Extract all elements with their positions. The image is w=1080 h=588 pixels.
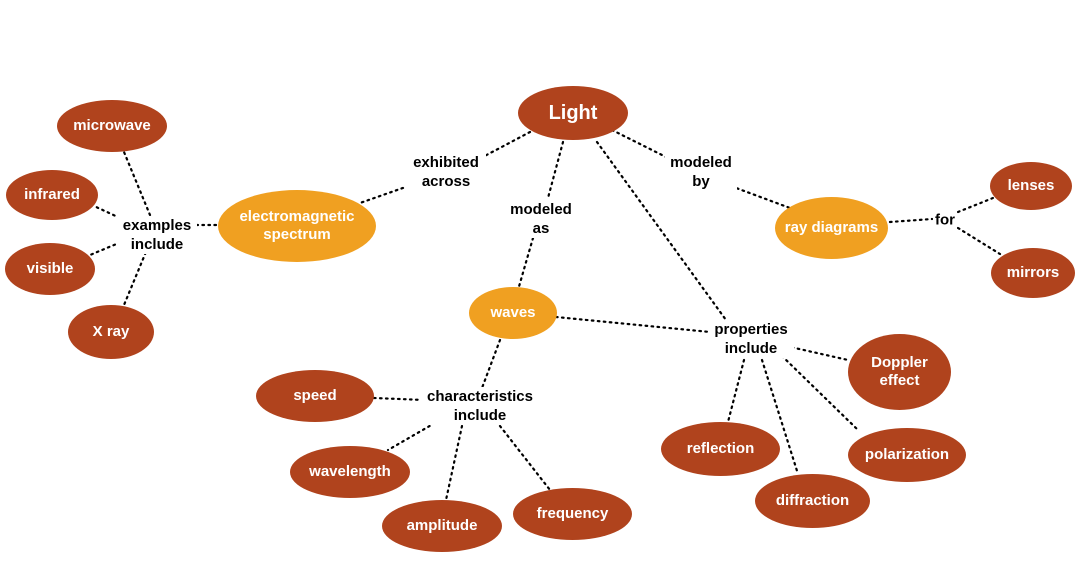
label-characteristics-include: characteristics include: [419, 387, 541, 425]
link-prop-diffraction: [760, 358, 800, 476]
node-waves: waves: [469, 287, 557, 339]
node-microwave: microwave: [57, 100, 167, 152]
link-for-lenses: [956, 194, 1000, 214]
node-light: Light: [518, 86, 628, 140]
label-examples-include: examples include: [117, 216, 197, 254]
link-modeled-as-waves: [516, 236, 535, 292]
link-light-properties: [595, 140, 728, 322]
label-exhibited-across: exhibited across: [406, 153, 486, 191]
node-diffraction: diffraction: [755, 474, 870, 528]
link-examples-microwave: [122, 150, 152, 217]
link-prop-polarization: [780, 354, 860, 432]
node-infrared: infrared: [6, 170, 98, 220]
node-frequency: frequency: [513, 488, 632, 540]
link-exhibited-em: [358, 180, 422, 205]
node-polarization: polarization: [848, 428, 966, 482]
link-light-modeled-by: [610, 128, 674, 162]
link-waves-characteristics: [480, 338, 502, 390]
link-light-modeled-as: [546, 140, 565, 200]
link-speed-characteristics: [372, 396, 426, 402]
link-waves-properties: [554, 315, 712, 334]
node-reflection: reflection: [661, 422, 780, 476]
node-doppler-effect: Doppler effect: [848, 334, 951, 410]
link-examples-xray: [122, 245, 150, 307]
link-light-exhibited: [460, 130, 532, 170]
node-electromagnetic-spectrum: electromagnetic spectrum: [218, 190, 376, 262]
link-for-mirrors: [956, 226, 1002, 256]
node-amplitude: amplitude: [382, 500, 502, 552]
link-char-frequency: [498, 424, 552, 492]
node-lenses: lenses: [990, 162, 1072, 210]
label-for: for: [933, 210, 957, 230]
link-prop-reflection: [726, 358, 746, 424]
link-ray-for: [888, 217, 934, 224]
link-char-wavelength: [386, 418, 442, 452]
node-wavelength: wavelength: [290, 446, 410, 498]
link-examples-infrared: [92, 204, 122, 220]
label-modeled-by: modeled by: [665, 153, 737, 191]
node-visible: visible: [5, 243, 95, 295]
node-speed: speed: [256, 370, 374, 422]
label-modeled-as: modeled as: [505, 200, 577, 238]
link-prop-doppler: [784, 344, 850, 362]
node-mirrors: mirrors: [991, 248, 1075, 298]
label-properties-include: properties include: [708, 320, 794, 358]
node-ray-diagrams: ray diagrams: [775, 197, 888, 259]
node-x-ray: X ray: [68, 305, 154, 359]
link-char-amplitude: [444, 424, 464, 502]
